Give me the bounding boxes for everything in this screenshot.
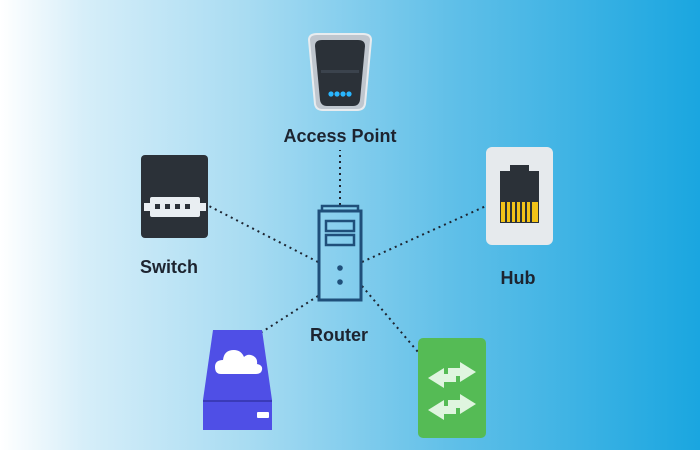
access-point-icon xyxy=(307,33,373,111)
link-router-green-switch xyxy=(361,285,419,353)
router-icon xyxy=(317,204,363,302)
hub-icon xyxy=(486,147,553,245)
switch-label: Switch xyxy=(139,257,199,277)
network-switch-arrows-icon xyxy=(418,338,486,438)
link-router-hub xyxy=(361,205,487,263)
router-label: Router xyxy=(310,325,368,345)
link-router-cloud-storage xyxy=(261,295,319,333)
cloud-storage-icon xyxy=(203,330,272,430)
access-point-label: Access Point xyxy=(283,126,397,146)
hub-label: Hub xyxy=(500,268,536,288)
switch-icon xyxy=(141,155,208,238)
link-router-switch xyxy=(206,204,319,263)
